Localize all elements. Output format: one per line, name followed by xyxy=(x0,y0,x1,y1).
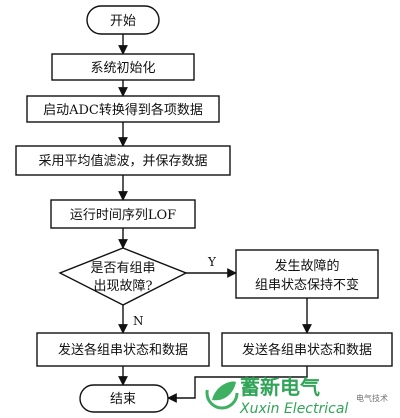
node-filter: 采用平均值滤波，并保存数据 xyxy=(15,145,231,176)
node-send-left-label: 发送各组串状态和数据 xyxy=(58,342,188,358)
node-filter-label: 采用平均值滤波，并保存数据 xyxy=(38,153,207,169)
process-adc-shape xyxy=(26,95,220,123)
node-end: 结束 xyxy=(79,384,169,413)
node-start-label: 开始 xyxy=(110,14,136,29)
node-start: 开始 xyxy=(86,5,160,35)
terminator-end-shape xyxy=(79,384,169,413)
process-send-right-shape xyxy=(221,332,393,367)
node-send-right: 发送各组串状态和数据 xyxy=(221,332,393,367)
node-lof-label: 运行时间序列LOF xyxy=(70,208,176,223)
node-init-label: 系统初始化 xyxy=(90,61,155,76)
node-adc-label: 启动ADC转换得到各项数据 xyxy=(43,102,203,118)
watermark-small: 电气技术 xyxy=(356,393,388,403)
node-adc: 启动ADC转换得到各项数据 xyxy=(26,95,220,123)
node-init: 系统初始化 xyxy=(51,53,195,81)
watermark-en: Xuxin Electrical xyxy=(239,401,348,417)
process-send-left-shape xyxy=(36,332,210,367)
node-decision: 是否有组串 出现故障? xyxy=(58,247,188,306)
node-end-label: 结束 xyxy=(110,392,136,407)
connectors xyxy=(118,34,312,403)
watermark: 蓄新电气 Xuxin Electrical 电气技术 xyxy=(205,375,388,417)
fault-label-line1: 发生故障的 xyxy=(274,258,339,274)
edge-send-right-to-end xyxy=(167,366,308,403)
edge-yes-label: Y xyxy=(207,255,217,269)
fault-label-line2: 组串状态保持不变 xyxy=(255,277,359,293)
process-init-shape xyxy=(51,53,195,81)
watermark-cn: 蓄新电气 xyxy=(240,375,320,399)
process-fault-shape xyxy=(235,249,379,299)
node-send-right-label: 发送各组串状态和数据 xyxy=(242,342,372,358)
decision-label-line2: 出现故障? xyxy=(94,279,153,294)
edge-no-label: N xyxy=(133,314,144,328)
node-send-left: 发送各组串状态和数据 xyxy=(36,332,210,367)
decision-shape xyxy=(58,247,188,306)
decision-label-line1: 是否有组串 xyxy=(90,261,155,276)
process-filter-shape xyxy=(15,145,231,176)
node-fault: 发生故障的 组串状态保持不变 xyxy=(235,249,379,299)
process-lof-shape xyxy=(50,199,196,229)
terminator-start-shape xyxy=(86,5,160,35)
node-lof: 运行时间序列LOF xyxy=(50,199,196,229)
watermark-leaf-icon xyxy=(205,376,239,410)
